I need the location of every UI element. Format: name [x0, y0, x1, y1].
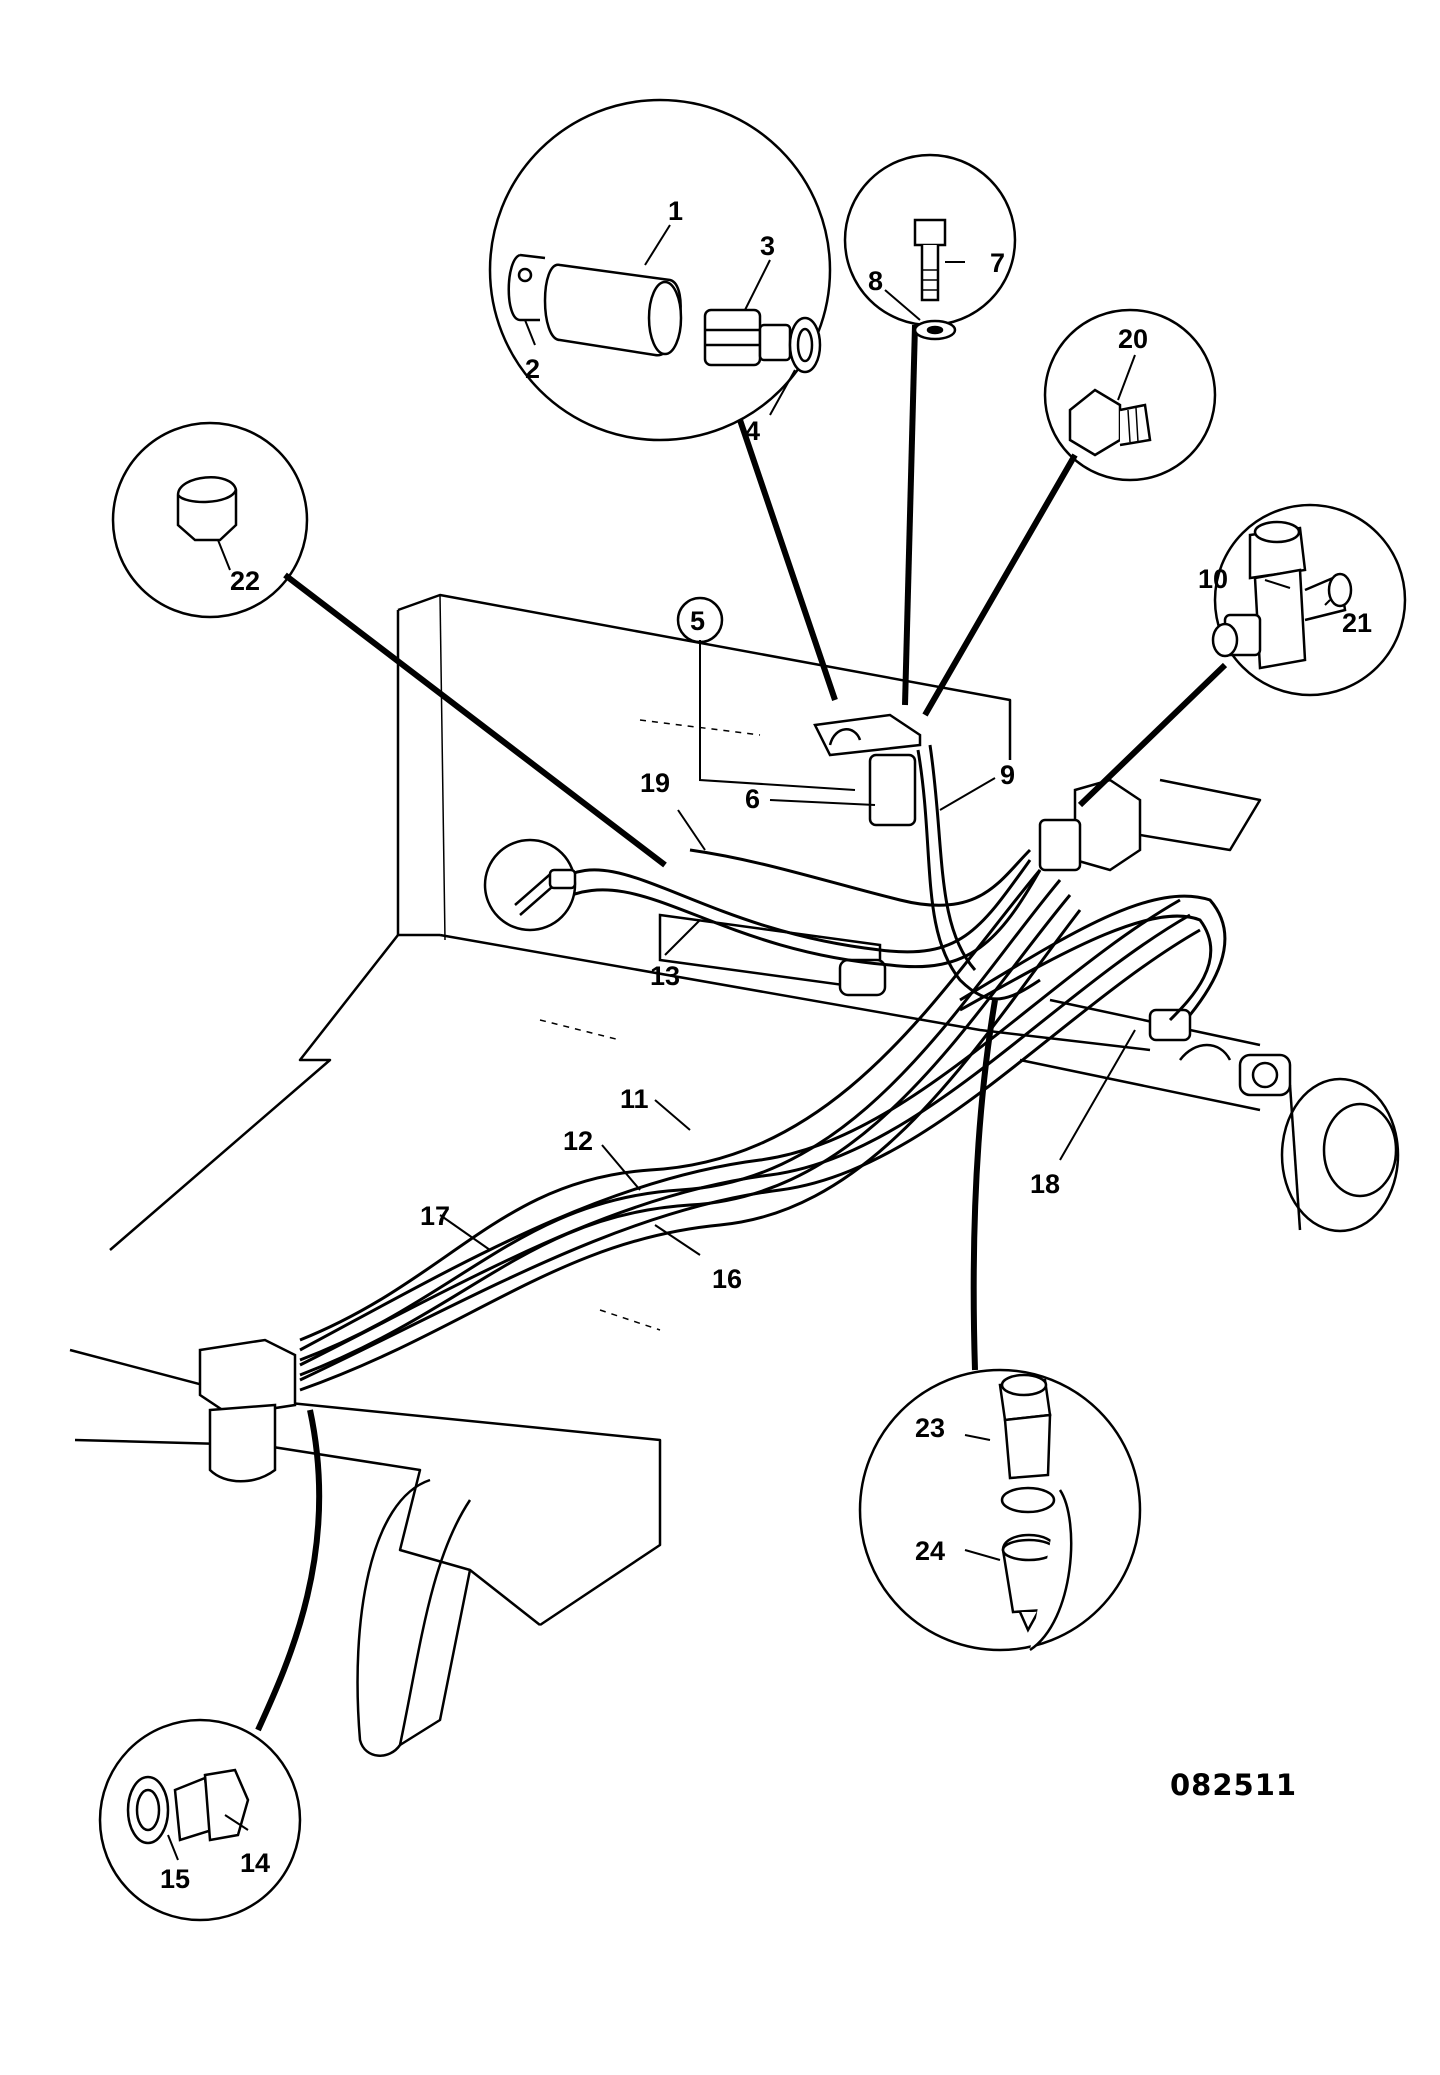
label-17: 17	[420, 1201, 450, 1231]
detail-bubbles	[98, 98, 1407, 1922]
label-3: 3	[760, 231, 775, 261]
tee-parts	[1211, 520, 1353, 670]
label-21: 21	[1342, 608, 1372, 638]
label-15: 15	[160, 1864, 190, 1894]
bubble-leaders	[255, 324, 1228, 1732]
label-8: 8	[868, 266, 883, 296]
label-2: 2	[525, 354, 540, 384]
label-16: 16	[712, 1264, 742, 1294]
lower-block	[198, 1338, 297, 1483]
label-9: 9	[1000, 760, 1015, 790]
part-number-labels: 1 2 3 4 5 6 7 8 9 10 11 12 13 14 15 16 1…	[160, 196, 1372, 1894]
detail-bubble-cap	[111, 421, 309, 619]
detail-bubble-hose-joint	[488, 98, 832, 442]
bolt-parts	[913, 218, 957, 341]
ram-cylinder	[658, 913, 887, 997]
gauge-detail	[483, 838, 577, 932]
label-10: 10	[1198, 564, 1228, 594]
detail-bubble-adaptor	[1043, 308, 1217, 482]
label-19: 19	[640, 768, 670, 798]
label-13: 13	[650, 961, 680, 991]
label-23: 23	[915, 1413, 945, 1443]
label-18: 18	[1030, 1169, 1060, 1199]
label-4: 4	[745, 416, 760, 446]
detail-bubble-coupling	[858, 1368, 1142, 1652]
machine-chassis	[69, 593, 1400, 1757]
label-22: 22	[230, 566, 260, 596]
drawing-number: 082511	[1170, 1768, 1297, 1802]
hose-bundle	[299, 744, 1227, 1392]
label-14: 14	[240, 1848, 270, 1878]
hose-joint-parts	[507, 253, 822, 374]
label-20: 20	[1118, 324, 1148, 354]
label-1: 1	[668, 196, 683, 226]
label-5: 5	[690, 606, 705, 636]
label-12: 12	[563, 1126, 593, 1156]
callout-5-ring	[676, 596, 724, 644]
valve-block	[813, 713, 922, 827]
label-11: 11	[620, 1084, 649, 1114]
detail-bubble-plug	[98, 1718, 302, 1922]
axle-fittings	[1148, 1008, 1292, 1097]
cap-parts	[176, 476, 238, 542]
label-leaders	[167, 224, 1331, 1861]
plug-parts	[126, 1768, 250, 1845]
label-24: 24	[915, 1536, 945, 1566]
label-6: 6	[745, 784, 760, 814]
adaptor-parts	[1068, 388, 1152, 457]
label-7: 7	[990, 248, 1005, 278]
detail-bubble-tee	[1213, 503, 1407, 697]
coupling-parts	[998, 1373, 1073, 1652]
